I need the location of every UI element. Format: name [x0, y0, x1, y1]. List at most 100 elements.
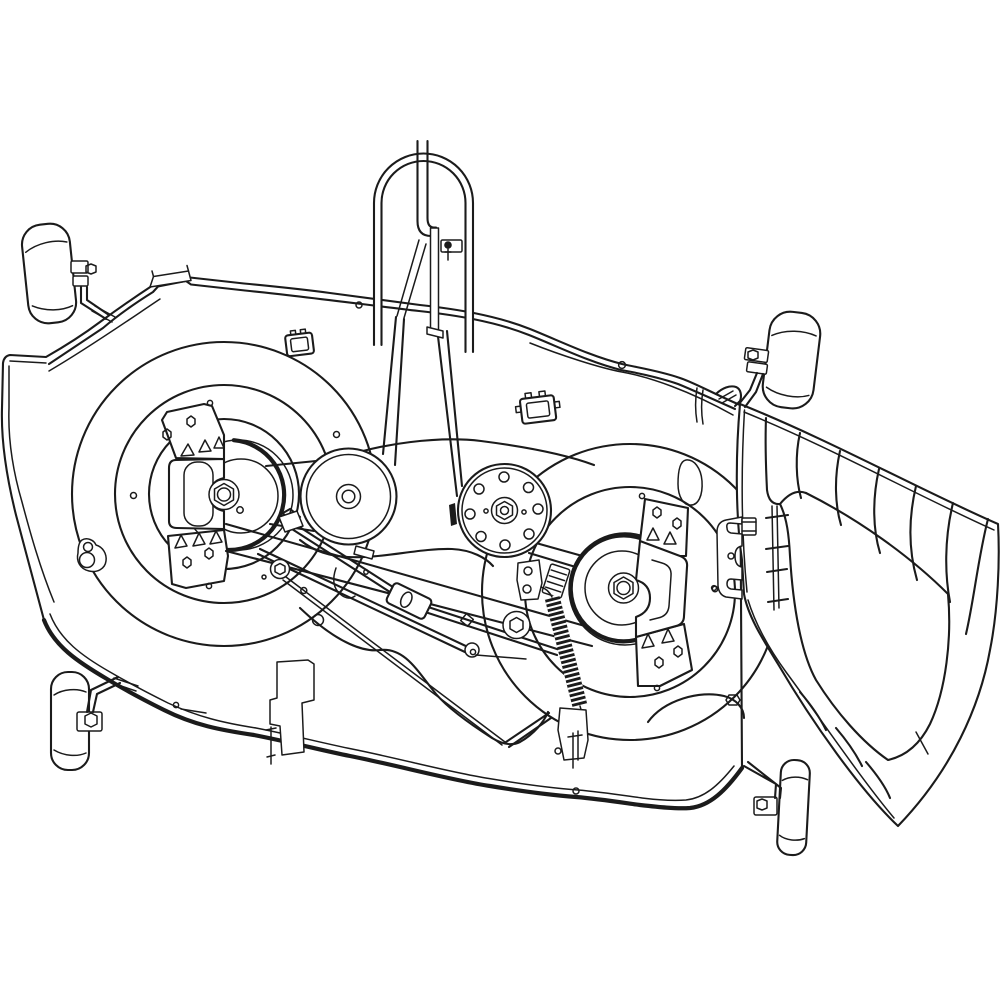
hex-bolt-right	[725, 694, 741, 706]
path-detail-11	[834, 726, 864, 768]
wheel-rl-arm	[85, 675, 122, 714]
path-detail-1	[544, 569, 568, 593]
belt-up-engine-a	[435, 326, 459, 498]
loop-inner	[380, 160, 467, 354]
path-detail-9	[964, 517, 990, 636]
belt-diagonal-b	[403, 243, 427, 319]
left-belt-wrap	[203, 438, 287, 553]
gauge-wheel-front-right	[761, 310, 822, 410]
flat-hub	[490, 496, 519, 525]
path-detail-3	[444, 248, 452, 261]
front-lip-hole	[572, 787, 580, 795]
path-detail-10	[798, 690, 828, 732]
belt-keeper-tab	[353, 545, 375, 560]
j-curl	[333, 567, 356, 599]
left-baffle-bottom-rivet	[205, 582, 213, 590]
bar1-diamond-hole	[459, 612, 475, 628]
flat-outer	[456, 462, 553, 559]
serrated-bracket	[541, 563, 571, 599]
spring-hook-top	[540, 586, 553, 598]
hanger-bar	[429, 227, 440, 333]
front-left-plate	[269, 659, 315, 756]
circle-detail-12	[727, 552, 735, 560]
bar1-b	[279, 520, 559, 657]
front-lip-heavy	[41, 617, 745, 811]
right-baffle-top-rivet	[638, 492, 646, 500]
rib-bottom-sweep	[298, 606, 550, 746]
left-hub-hex	[213, 482, 235, 507]
bar2-b	[256, 552, 469, 655]
circle-detail-10	[521, 509, 527, 515]
engage-rod-b	[282, 579, 503, 746]
deck-hole-4	[332, 430, 341, 439]
belt-engine-to-right-b	[527, 551, 581, 570]
hanger-bar-foot	[426, 326, 444, 339]
circle-detail-9	[483, 508, 489, 514]
hanger-bolt	[440, 239, 463, 261]
right-baffle-bottom-teeth	[641, 628, 675, 649]
loop-outer	[372, 152, 475, 354]
wheel-fl-face-bot	[31, 304, 74, 311]
circle-detail-4	[464, 508, 476, 520]
chute-inner-panel	[778, 491, 951, 762]
wheel-fr-face-top	[771, 330, 817, 337]
left-hexbolt	[274, 562, 286, 576]
left-baffle-top-holes	[162, 415, 196, 441]
circle-detail-6	[499, 539, 511, 551]
spring-anchor-plate	[516, 559, 543, 601]
right-belt-wrap	[568, 533, 650, 644]
deck-right-fold	[694, 387, 704, 425]
left-baffle-bottom-teeth	[174, 530, 223, 549]
tension-spring-group	[265, 559, 589, 769]
bar1-a	[282, 515, 562, 652]
wheel-rl-bolt	[84, 712, 98, 728]
discharge-chute	[710, 402, 1000, 828]
left-hub-ring	[216, 487, 232, 502]
left-spindle	[160, 399, 294, 590]
clip-right-body	[518, 394, 558, 425]
circle-detail-1	[522, 481, 535, 494]
right-mandrel-housing	[634, 539, 689, 639]
wheel-rl-face-bot	[53, 749, 87, 757]
deck-hole-2	[300, 586, 308, 595]
slot-plate	[385, 582, 433, 620]
engage-rod-a	[285, 576, 506, 743]
flat-belt-keeper	[449, 503, 457, 526]
wheel-rl-plate	[76, 711, 103, 732]
wheel-fl-face-top	[24, 240, 68, 254]
path-detail-5	[834, 449, 843, 527]
lip-hole-left	[172, 701, 180, 709]
rect-detail-4	[741, 517, 757, 536]
chute-panel-line	[915, 731, 929, 755]
circle-detail-13	[710, 584, 718, 592]
rib-right-u	[646, 693, 746, 724]
chute-bracket	[710, 516, 757, 600]
path-detail-19	[756, 798, 768, 811]
rim-crest-ticks	[151, 264, 190, 278]
clevis-link	[475, 654, 527, 660]
front-right-pins	[567, 730, 583, 769]
flat-idler-pulley	[449, 462, 553, 559]
drive-belt	[224, 315, 601, 648]
wheel-fl-arm	[79, 285, 111, 321]
gauge-wheel-rear-right	[776, 758, 811, 857]
ellipse-detail-1	[399, 591, 413, 608]
path-detail-6	[873, 467, 882, 555]
right-mandrel-slot	[649, 559, 672, 621]
wheel-rl-face-top	[53, 688, 87, 696]
front-right-hole	[554, 747, 562, 755]
right-hub-ring	[616, 580, 631, 596]
chute-top-inner	[743, 411, 995, 531]
wheel-fr-tire	[761, 310, 822, 410]
rim-inner-line-3	[529, 342, 734, 416]
rib-waist-wave	[298, 538, 495, 568]
path-detail-14	[764, 513, 790, 604]
pivot-hex	[509, 616, 524, 634]
chute-lower-inner	[747, 599, 895, 819]
idler-bore	[341, 489, 356, 504]
idler-outer	[299, 447, 398, 546]
bar1-left-bracket	[278, 510, 304, 533]
flat-hub-hex	[495, 500, 514, 521]
lip-line-left	[180, 708, 207, 714]
